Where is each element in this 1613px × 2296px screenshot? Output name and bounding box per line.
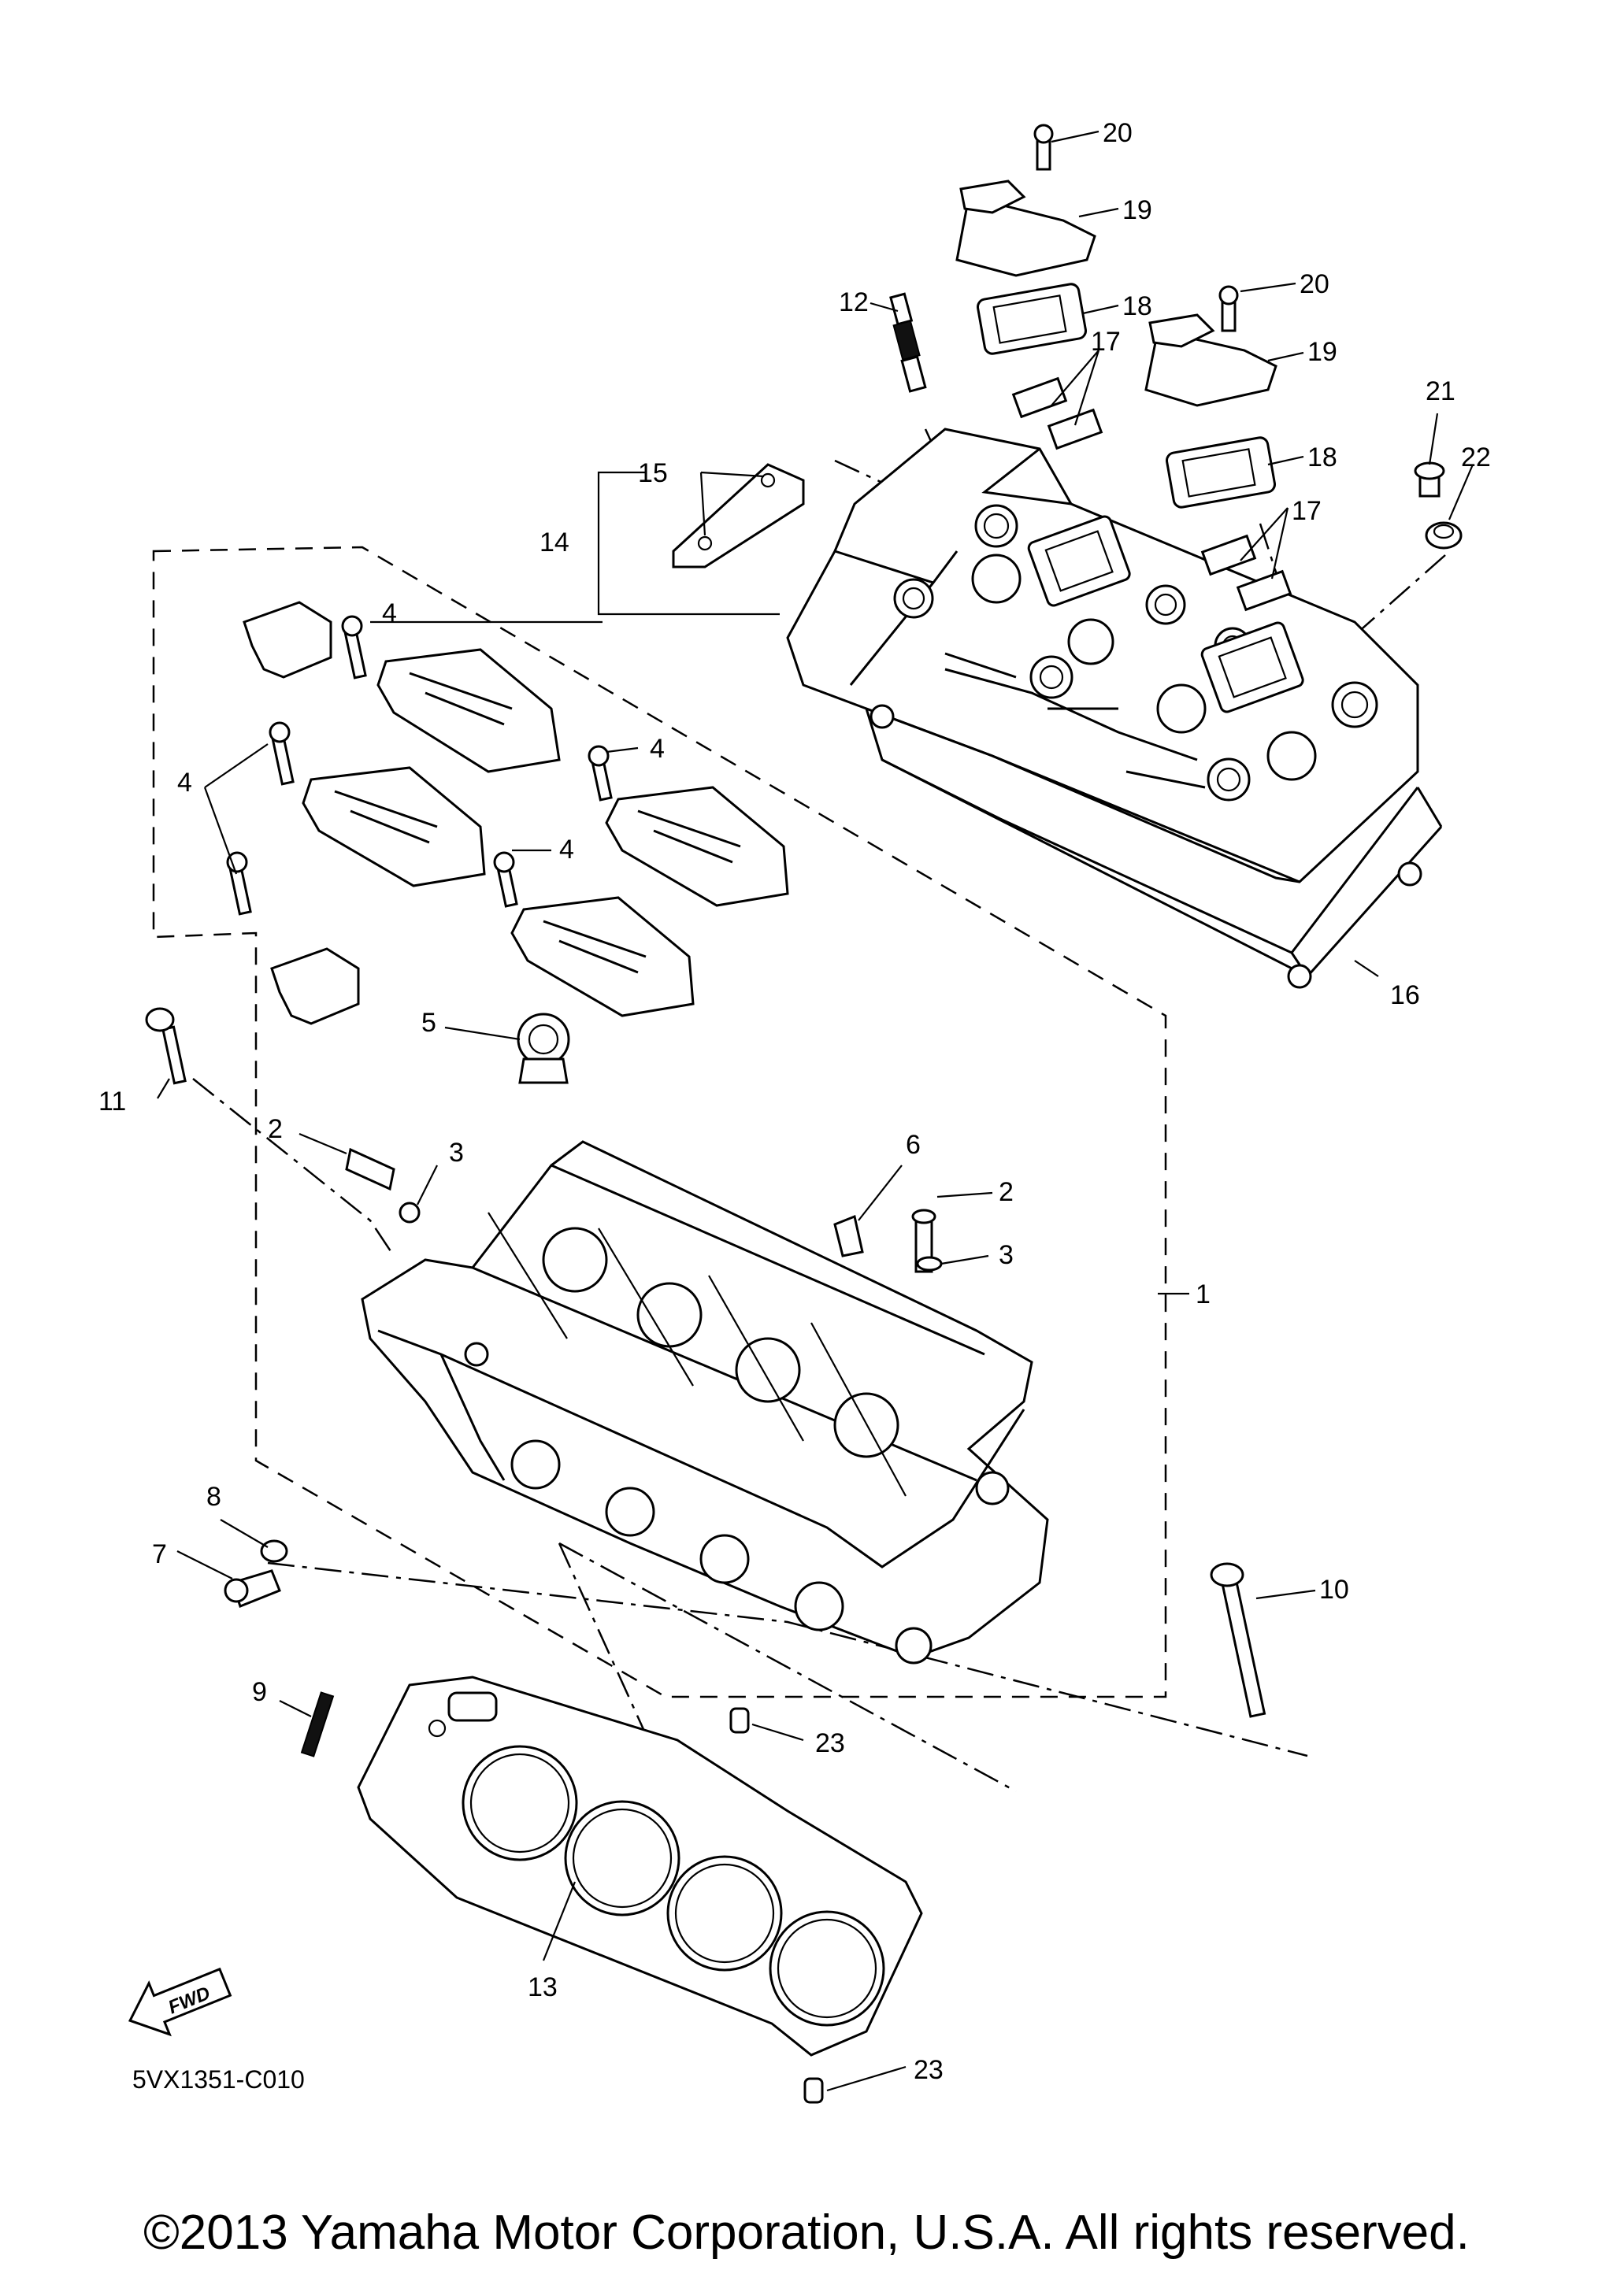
label-part-21: 21 bbox=[1426, 376, 1455, 406]
label-part-2: 2 bbox=[999, 1177, 1014, 1207]
label-part-17: 17 bbox=[1292, 496, 1322, 526]
label-part-5: 5 bbox=[421, 1008, 436, 1038]
cylinder-head-gasket bbox=[357, 1676, 923, 2057]
diagram-code: 5VX1351-C010 bbox=[132, 2065, 305, 2094]
label-part-3: 3 bbox=[999, 1240, 1014, 1270]
cap-bolts bbox=[226, 615, 613, 916]
label-part-14: 14 bbox=[540, 528, 569, 557]
air-cut-valve-set-1 bbox=[955, 124, 1103, 450]
label-part-8: 8 bbox=[206, 1482, 221, 1512]
label-part-13: 13 bbox=[528, 1972, 558, 2002]
label-part-18: 18 bbox=[1307, 443, 1337, 472]
label-part-23: 23 bbox=[914, 2055, 944, 2085]
label-part-20: 20 bbox=[1103, 118, 1133, 148]
dowel-pins bbox=[729, 1707, 824, 2104]
small-parts bbox=[145, 1007, 1266, 1757]
label-part-17: 17 bbox=[1091, 327, 1121, 357]
label-part-22: 22 bbox=[1461, 443, 1491, 472]
part-number-labels: 20 19 12 18 17 20 19 21 18 22 17 15 14 4… bbox=[98, 118, 1491, 2085]
leader-lines bbox=[157, 130, 1474, 2092]
fwd-direction-arrow: FWD bbox=[128, 1967, 232, 2037]
label-part-4: 4 bbox=[177, 768, 192, 798]
label-part-4: 4 bbox=[382, 598, 397, 628]
label-part-11: 11 bbox=[98, 1087, 126, 1117]
label-part-20: 20 bbox=[1300, 269, 1329, 299]
label-part-6: 6 bbox=[906, 1130, 921, 1160]
exhaust-ports bbox=[510, 1439, 1010, 1665]
label-part-3: 3 bbox=[449, 1138, 464, 1168]
label-part-2: 2 bbox=[268, 1114, 283, 1144]
label-part-16: 16 bbox=[1390, 980, 1420, 1010]
label-part-4: 4 bbox=[559, 835, 574, 865]
label-part-15: 15 bbox=[638, 458, 668, 488]
label-part-19: 19 bbox=[1307, 337, 1337, 367]
spark-plug bbox=[889, 292, 927, 393]
combustion-chambers bbox=[542, 1227, 899, 1458]
label-part-7: 7 bbox=[152, 1539, 167, 1569]
label-part-4: 4 bbox=[650, 734, 665, 764]
camshaft-caps bbox=[226, 601, 789, 1025]
label-part-9: 9 bbox=[252, 1677, 267, 1707]
label-part-12: 12 bbox=[839, 287, 869, 317]
air-cut-valve-set-2 bbox=[1144, 285, 1292, 612]
cylinder-head bbox=[361, 1140, 1049, 1665]
label-part-19: 19 bbox=[1122, 195, 1152, 225]
label-part-23: 23 bbox=[815, 1728, 845, 1758]
label-part-10: 10 bbox=[1319, 1575, 1349, 1605]
cover-bolt-and-grommet bbox=[1414, 461, 1463, 550]
label-part-18: 18 bbox=[1122, 291, 1152, 321]
cylinder-head-cover bbox=[786, 428, 1443, 989]
copyright-notice: ©2013 Yamaha Motor Corporation, U.S.A. A… bbox=[143, 2205, 1470, 2260]
label-part-1: 1 bbox=[1196, 1279, 1211, 1309]
cover-plate bbox=[672, 463, 805, 568]
